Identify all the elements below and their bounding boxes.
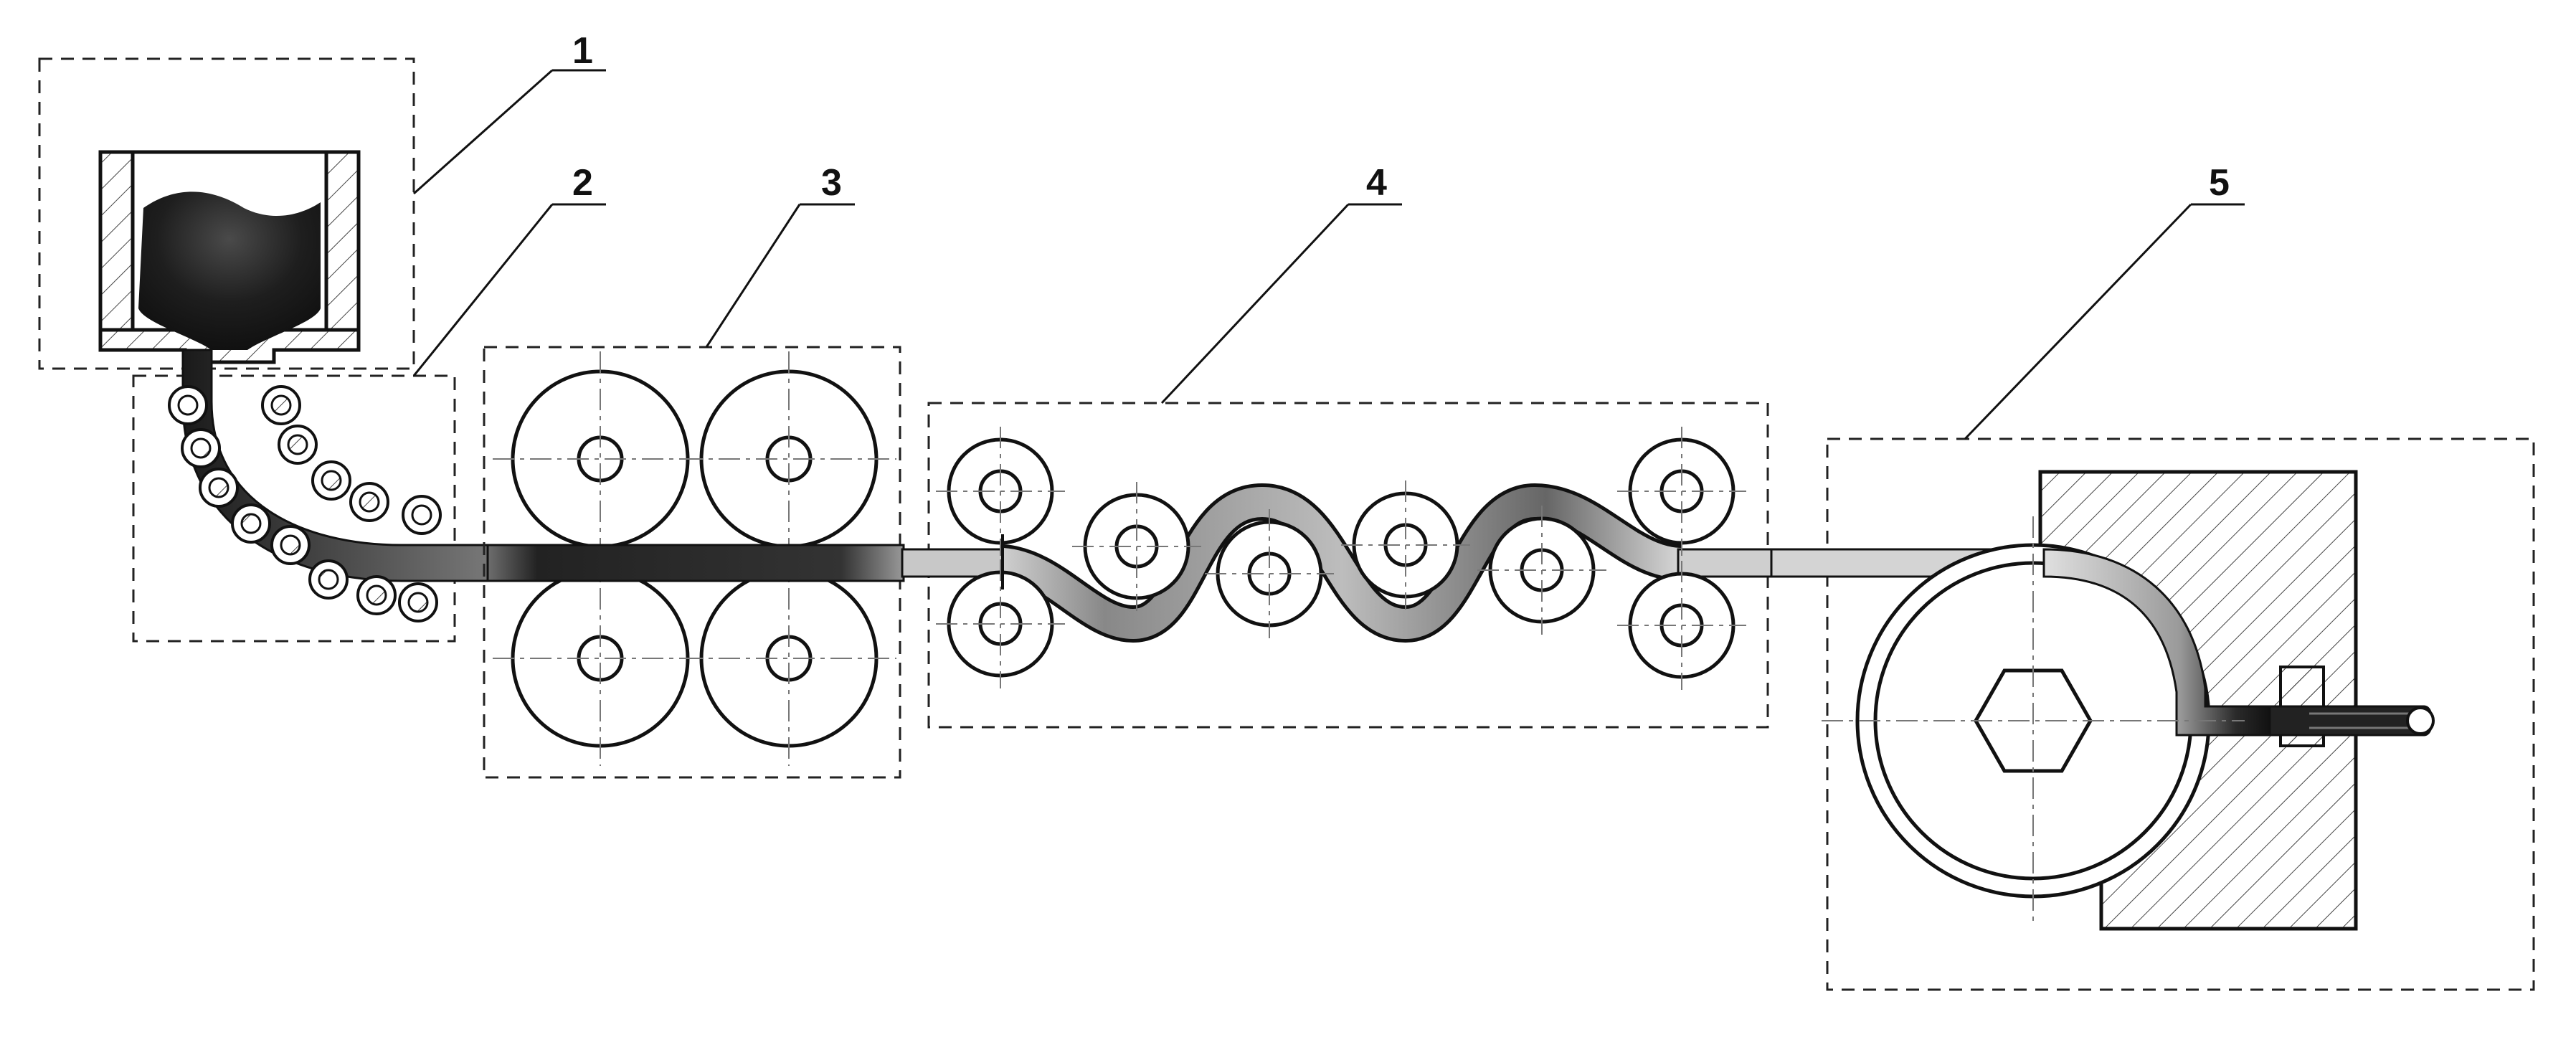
bar-entry	[901, 548, 1004, 578]
unit-2-frame	[132, 374, 456, 643]
label-1: 1	[572, 30, 593, 72]
label-2: 2	[572, 162, 593, 204]
leaders	[412, 69, 2245, 440]
guide-roll-hub	[359, 491, 380, 513]
bending-rolls	[936, 427, 1746, 690]
guide-roll-hub	[287, 434, 308, 455]
guide-roll-hub	[190, 437, 212, 459]
guide-rolls	[168, 385, 442, 622]
rolling-rolls	[493, 351, 896, 766]
guide-roll-hub	[177, 394, 199, 416]
unit-3-rolling-stand	[483, 346, 905, 779]
bar-exit	[1677, 548, 1773, 578]
guide-roll-hub	[407, 592, 429, 613]
guide-roll-hub	[318, 569, 339, 590]
molten-metal	[138, 191, 321, 350]
guide-roll-hub	[208, 477, 229, 498]
label-5: 5	[2209, 162, 2230, 204]
unit-5-coiler	[1770, 437, 2535, 991]
wave-bar	[1000, 486, 1683, 640]
crucible-wall-left	[98, 150, 135, 332]
label-4: 4	[1366, 162, 1387, 204]
crucible-wall-right	[324, 150, 361, 332]
guide-roll-hub	[321, 470, 342, 491]
guide-roll-hub	[280, 534, 301, 556]
guide-roll-hub	[366, 584, 387, 606]
unit-5-frame	[1826, 437, 2535, 991]
rolled-bar	[486, 544, 905, 582]
guide-roll-hub	[270, 394, 292, 416]
guide-roll-hub	[411, 504, 432, 526]
unit-2-curved-guide	[132, 349, 489, 643]
unit-4-bending-rolls	[901, 402, 1773, 729]
guide-roll-hub	[240, 513, 262, 534]
unit-1-crucible	[38, 57, 415, 370]
label-3: 3	[821, 162, 842, 204]
unit-1-frame	[38, 57, 415, 370]
